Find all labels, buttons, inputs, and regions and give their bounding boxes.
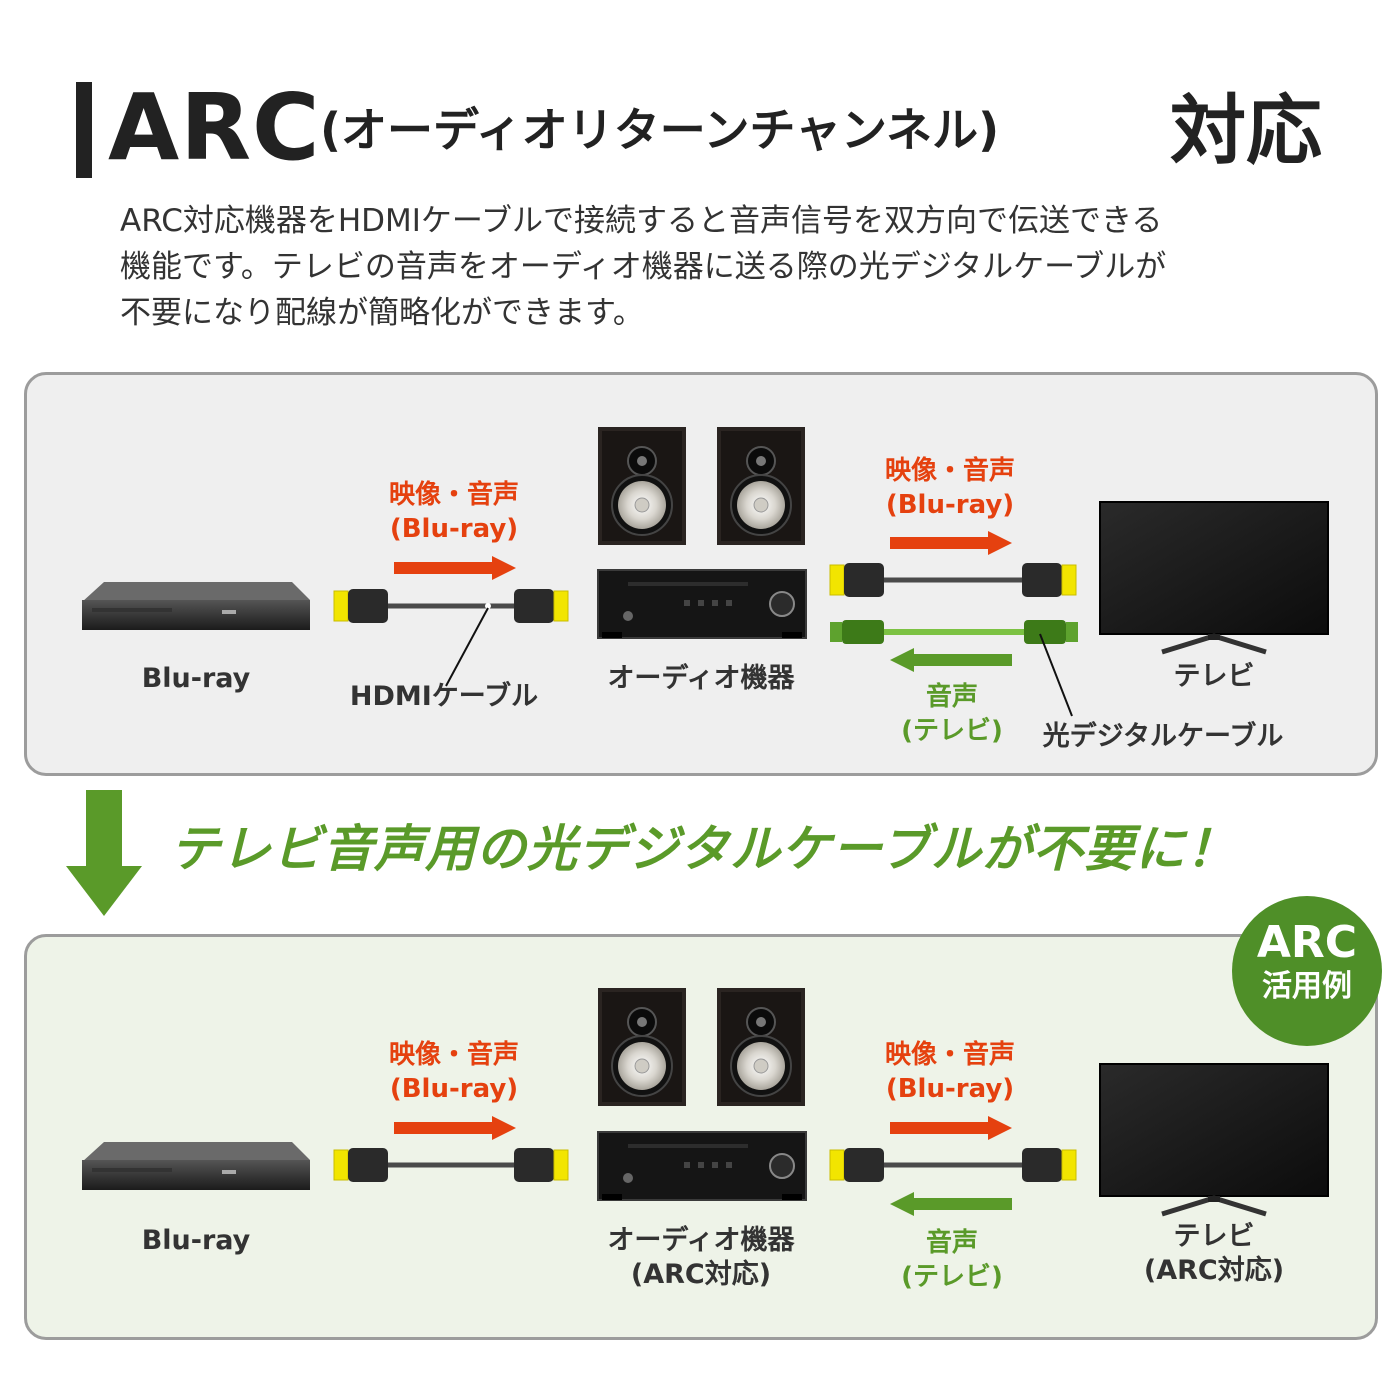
signal-label-left-bottom-2: (Blu-ray) xyxy=(389,1074,519,1104)
signal-label-left-top-1: 映像・音声 xyxy=(388,480,519,510)
tv-bottom xyxy=(1100,1064,1328,1214)
audio-receiver-bottom xyxy=(597,1131,807,1201)
signal-label-left-top-2: (Blu-ray) xyxy=(389,514,519,544)
audio-receiver-top xyxy=(597,569,807,639)
speaker-left-bottom xyxy=(597,987,687,1107)
tv-label-bottom: テレビ xyxy=(1173,1221,1255,1252)
page-title-subtext: (オーディオリターンチャンネル) xyxy=(320,103,1000,157)
arc-badge-subtitle: 活用例 xyxy=(1262,969,1352,1004)
bluray-label-top: Blu-ray xyxy=(141,663,251,694)
return-signal-bottom-1: 音声 xyxy=(925,1228,978,1258)
audio-device-label-top: オーディオ機器 xyxy=(607,663,795,694)
arc-badge-title: ARC xyxy=(1256,917,1358,968)
return-signal-bottom-2: (テレビ) xyxy=(901,1262,1003,1292)
return-signal-top-1: 音声 xyxy=(925,682,978,712)
speaker-left-top xyxy=(597,426,687,546)
optical-cable-label: 光デジタルケーブル xyxy=(1042,721,1284,752)
title-accent-bar xyxy=(76,82,92,178)
signal-label-right-bottom-1: 映像・音声 xyxy=(884,1040,1015,1070)
description-line-2: 機能です。テレビの音声をオーディオ機器に送る際の光デジタルケーブルが xyxy=(120,249,1167,285)
tv-arc-note: (ARC対応) xyxy=(1143,1255,1285,1286)
bluray-label-bottom: Blu-ray xyxy=(141,1225,251,1256)
tv-top xyxy=(1100,502,1328,652)
description-line-1: ARC対応機器をHDMIケーブルで接続すると音声信号を双方向で伝送できる xyxy=(120,203,1163,239)
tv-label-top: テレビ xyxy=(1173,661,1255,692)
audio-device-arc-note: (ARC対応) xyxy=(630,1259,772,1290)
speaker-right-bottom xyxy=(716,987,806,1107)
signal-label-right-top-2: (Blu-ray) xyxy=(885,490,1015,520)
signal-label-right-top-1: 映像・音声 xyxy=(884,456,1015,486)
optical-cable-unnecessary-banner: テレビ音声用の光デジタルケーブルが不要に！ xyxy=(170,820,1237,878)
return-signal-top-2: (テレビ) xyxy=(901,716,1003,746)
signal-label-left-bottom-1: 映像・音声 xyxy=(388,1040,519,1070)
signal-label-right-bottom-2: (Blu-ray) xyxy=(885,1074,1015,1104)
description-line-3: 不要になり配線が簡略化ができます。 xyxy=(120,295,644,331)
bluray-player-bottom xyxy=(82,1142,310,1190)
speaker-right-top xyxy=(716,426,806,546)
page-title-suffix: 対応 xyxy=(1170,86,1322,175)
arc-usage-example-badge: ARC 活用例 xyxy=(1232,896,1382,1046)
audio-device-label-bottom: オーディオ機器 xyxy=(607,1225,795,1256)
hdmi-cable-label: HDMIケーブル xyxy=(349,681,539,712)
bluray-player-top xyxy=(82,582,310,630)
page-title: ARC xyxy=(108,74,321,181)
